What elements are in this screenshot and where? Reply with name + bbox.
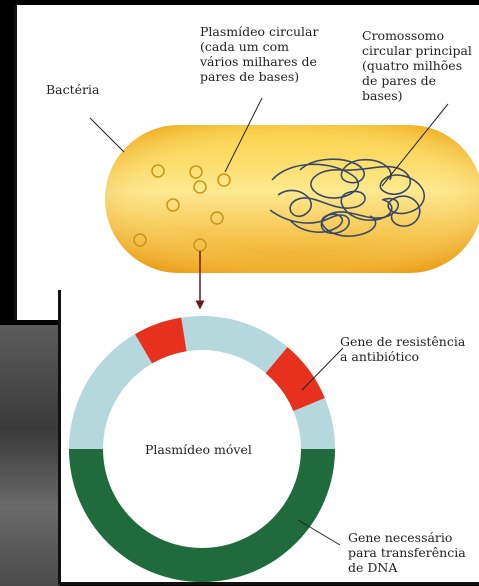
- label-circular-plasmid: Plasmídeo circular (cada um com vários m…: [200, 24, 318, 84]
- bacterium-body-shade: [105, 125, 479, 273]
- label-bacteria: Bactéria: [46, 82, 100, 97]
- bacteria-pointer: [90, 118, 124, 152]
- label-mobile-plasmid: Plasmídeo móvel: [145, 442, 252, 457]
- label-chromosome: Cromossomo circular principal (quatro mi…: [362, 28, 479, 103]
- label-resistance-gene: Gene de resistência a antibiótico: [340, 334, 465, 364]
- ring-segment-transfer-gene: [69, 449, 335, 582]
- label-transfer-gene: Gene necessário para transferência de DN…: [348, 530, 466, 575]
